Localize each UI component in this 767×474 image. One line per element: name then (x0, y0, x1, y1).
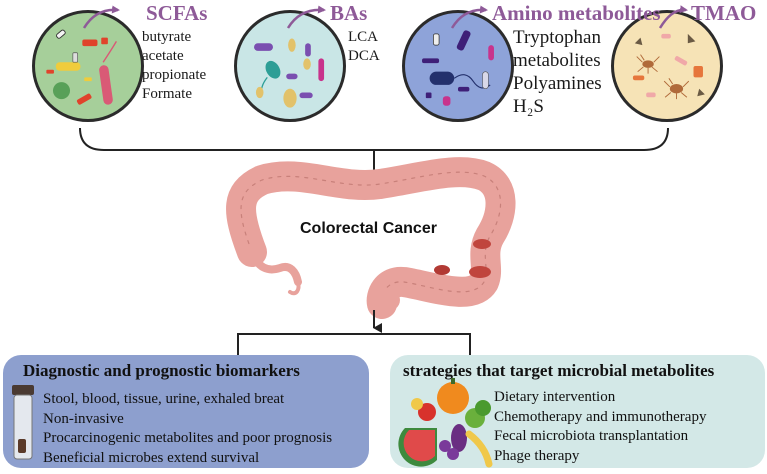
amino-item: H₂S (513, 96, 544, 117)
amino-item: Polyamines (513, 73, 602, 94)
amino-item: Tryptophan (513, 27, 601, 48)
strategies-title: strategies that target microbial metabol… (403, 361, 715, 380)
top-bracket (79, 127, 669, 151)
biomarkers-title: Diagnostic and prognostic biomarkers (23, 361, 300, 380)
biomarkers-panel: Diagnostic and prognostic biomarkers Sto… (3, 355, 369, 468)
tmao-microbe-circle (611, 10, 723, 122)
amino-title: Amino metabolites (492, 1, 661, 25)
scfa-item: butyrate (142, 29, 192, 45)
list-item: Chemotherapy and immunotherapy (494, 408, 707, 425)
scfa-item: propionate (142, 67, 207, 83)
amino-microbe-circle (402, 10, 514, 122)
amino-list: Tryptophan metabolites Polyamines H₂S (513, 26, 602, 118)
tmao-title: TMAO (691, 1, 757, 25)
list-item: Stool, blood, tissue, urine, exhaled bre… (43, 391, 285, 407)
scfa-title: SCFAs (146, 1, 208, 25)
strategies-list: Dietary intervention Chemotherapy and im… (494, 388, 706, 466)
ba-item: LCA (348, 29, 378, 45)
scfa-list: butyrate acetate propionate Formate (142, 28, 206, 104)
scfa-item: Formate (142, 86, 192, 102)
list-item: Non-invasive (43, 410, 124, 427)
ba-microbe-circle (234, 10, 346, 122)
colorectal-cancer-label: Colorectal Cancer (300, 220, 437, 237)
colon-illustration (226, 157, 516, 319)
ba-list: LCA DCA (348, 28, 380, 66)
list-item: Dietary intervention (494, 389, 616, 405)
list-item: Beneficial microbes extend survival (43, 449, 260, 466)
bottom-bracket (237, 333, 471, 355)
ba-title: BAs (330, 1, 368, 25)
fruits-vegetables-icon (398, 378, 493, 468)
biomarkers-list: Stool, blood, tissue, urine, exhaled bre… (43, 390, 332, 468)
list-item: Fecal microbiota transplantation (494, 428, 689, 444)
list-item: Phage therapy (494, 447, 580, 464)
scfa-item: acetate (142, 48, 184, 64)
stool-vial-icon (12, 385, 34, 460)
list-item: Procarcinogenic metabolites and poor pro… (43, 430, 333, 446)
scfa-microbe-circle (32, 10, 144, 122)
ba-item: DCA (348, 48, 380, 64)
amino-item: metabolites (513, 50, 601, 71)
